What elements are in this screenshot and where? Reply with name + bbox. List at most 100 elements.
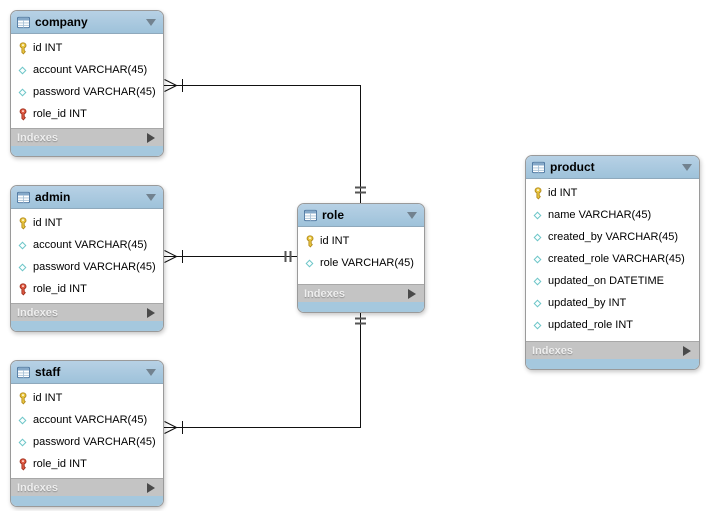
column-row-updated_by[interactable]: updated_by INT — [526, 292, 699, 314]
chevron-down-icon[interactable] — [682, 163, 692, 171]
column-label: id INT — [33, 217, 63, 229]
column-row-password[interactable]: password VARCHAR(45) — [11, 81, 163, 103]
expand-right-icon — [147, 132, 155, 143]
table-bottom-bar — [11, 321, 163, 331]
table-role[interactable]: role id INT role VARCHAR(45) Indexes — [297, 203, 425, 313]
column-row-account[interactable]: account VARCHAR(45) — [11, 234, 163, 256]
column-label: id INT — [33, 392, 63, 404]
indexes-section[interactable]: Indexes — [11, 478, 163, 496]
column-label: role_id INT — [33, 108, 87, 120]
table-header[interactable]: company — [11, 11, 163, 34]
indexes-label: Indexes — [17, 481, 58, 494]
primary-key-icon — [303, 234, 316, 248]
table-icon — [17, 191, 30, 204]
column-list: id INT account VARCHAR(45) password VARCHA… — [11, 384, 163, 478]
column-row-account[interactable]: account VARCHAR(45) — [11, 59, 163, 81]
relationship-company-role[interactable] — [164, 79, 366, 203]
column-label: account VARCHAR(45) — [33, 64, 148, 76]
table-bottom-bar — [526, 359, 699, 369]
indexes-section[interactable]: Indexes — [298, 284, 424, 302]
table-header[interactable]: role — [298, 204, 424, 227]
chevron-down-icon[interactable] — [407, 211, 417, 219]
primary-key-icon — [16, 41, 29, 55]
column-row-id[interactable]: id INT — [298, 230, 424, 252]
column-row-role_id[interactable]: role_id INT — [11, 453, 163, 475]
indexes-section[interactable]: Indexes — [526, 341, 699, 359]
foreign-key-icon — [16, 107, 29, 121]
column-label: password VARCHAR(45) — [33, 436, 156, 448]
table-title: admin — [35, 190, 71, 204]
column-row-id[interactable]: id INT — [11, 37, 163, 59]
indexes-label: Indexes — [304, 287, 345, 300]
chevron-down-icon[interactable] — [146, 193, 156, 201]
column-label: password VARCHAR(45) — [33, 261, 156, 273]
column-list: id INT account VARCHAR(45) password VARCHA… — [11, 209, 163, 303]
indexes-label: Indexes — [17, 131, 58, 144]
column-icon — [531, 319, 544, 332]
table-title: role — [322, 208, 345, 222]
column-icon — [16, 86, 29, 99]
table-header[interactable]: product — [526, 156, 699, 179]
relationship-staff-role[interactable] — [164, 313, 366, 434]
indexes-section[interactable]: Indexes — [11, 128, 163, 146]
column-label: account VARCHAR(45) — [33, 414, 148, 426]
relationship-admin-role[interactable] — [164, 250, 297, 263]
table-title: staff — [35, 365, 61, 379]
expand-right-icon — [147, 307, 155, 318]
column-row-updated_role[interactable]: updated_role INT — [526, 314, 699, 336]
foreign-key-icon — [16, 282, 29, 296]
column-row-name[interactable]: name VARCHAR(45) — [526, 204, 699, 226]
column-row-created_role[interactable]: created_role VARCHAR(45) — [526, 248, 699, 270]
column-row-id[interactable]: id INT — [526, 182, 699, 204]
primary-key-icon — [16, 216, 29, 230]
column-label: updated_by INT — [548, 297, 627, 309]
primary-key-icon — [531, 186, 544, 200]
table-title: company — [35, 15, 88, 29]
column-label: id INT — [320, 235, 350, 247]
column-label: role VARCHAR(45) — [320, 257, 414, 269]
column-icon — [531, 275, 544, 288]
primary-key-icon — [16, 391, 29, 405]
column-icon — [16, 64, 29, 77]
expand-right-icon — [408, 288, 416, 299]
column-row-role_id[interactable]: role_id INT — [11, 278, 163, 300]
table-staff[interactable]: staff id INT account VARCHAR(45) password … — [10, 360, 164, 507]
column-row-password[interactable]: password VARCHAR(45) — [11, 431, 163, 453]
column-icon — [531, 209, 544, 222]
column-label: password VARCHAR(45) — [33, 86, 156, 98]
chevron-down-icon[interactable] — [146, 18, 156, 26]
table-icon — [17, 16, 30, 29]
column-icon — [531, 297, 544, 310]
column-row-role_id[interactable]: role_id INT — [11, 103, 163, 125]
column-icon — [531, 231, 544, 244]
table-company[interactable]: company id INT account VARCHAR(45) passwor… — [10, 10, 164, 157]
chevron-down-icon[interactable] — [146, 368, 156, 376]
column-row-id[interactable]: id INT — [11, 387, 163, 409]
column-list: id INT role VARCHAR(45) — [298, 227, 424, 284]
expand-right-icon — [683, 345, 691, 356]
table-title: product — [550, 160, 595, 174]
column-row-password[interactable]: password VARCHAR(45) — [11, 256, 163, 278]
indexes-label: Indexes — [532, 344, 573, 357]
table-icon — [304, 209, 317, 222]
column-label: created_by VARCHAR(45) — [548, 231, 679, 243]
column-row-role[interactable]: role VARCHAR(45) — [298, 252, 424, 274]
column-row-account[interactable]: account VARCHAR(45) — [11, 409, 163, 431]
column-label: role_id INT — [33, 458, 87, 470]
column-icon — [531, 253, 544, 266]
column-row-id[interactable]: id INT — [11, 212, 163, 234]
column-icon — [16, 414, 29, 427]
table-header[interactable]: admin — [11, 186, 163, 209]
indexes-section[interactable]: Indexes — [11, 303, 163, 321]
column-row-created_by[interactable]: created_by VARCHAR(45) — [526, 226, 699, 248]
table-header[interactable]: staff — [11, 361, 163, 384]
table-icon — [17, 366, 30, 379]
foreign-key-icon — [16, 457, 29, 471]
column-label: updated_on DATETIME — [548, 275, 664, 287]
column-row-updated_on[interactable]: updated_on DATETIME — [526, 270, 699, 292]
table-admin[interactable]: admin id INT account VARCHAR(45) password … — [10, 185, 164, 332]
